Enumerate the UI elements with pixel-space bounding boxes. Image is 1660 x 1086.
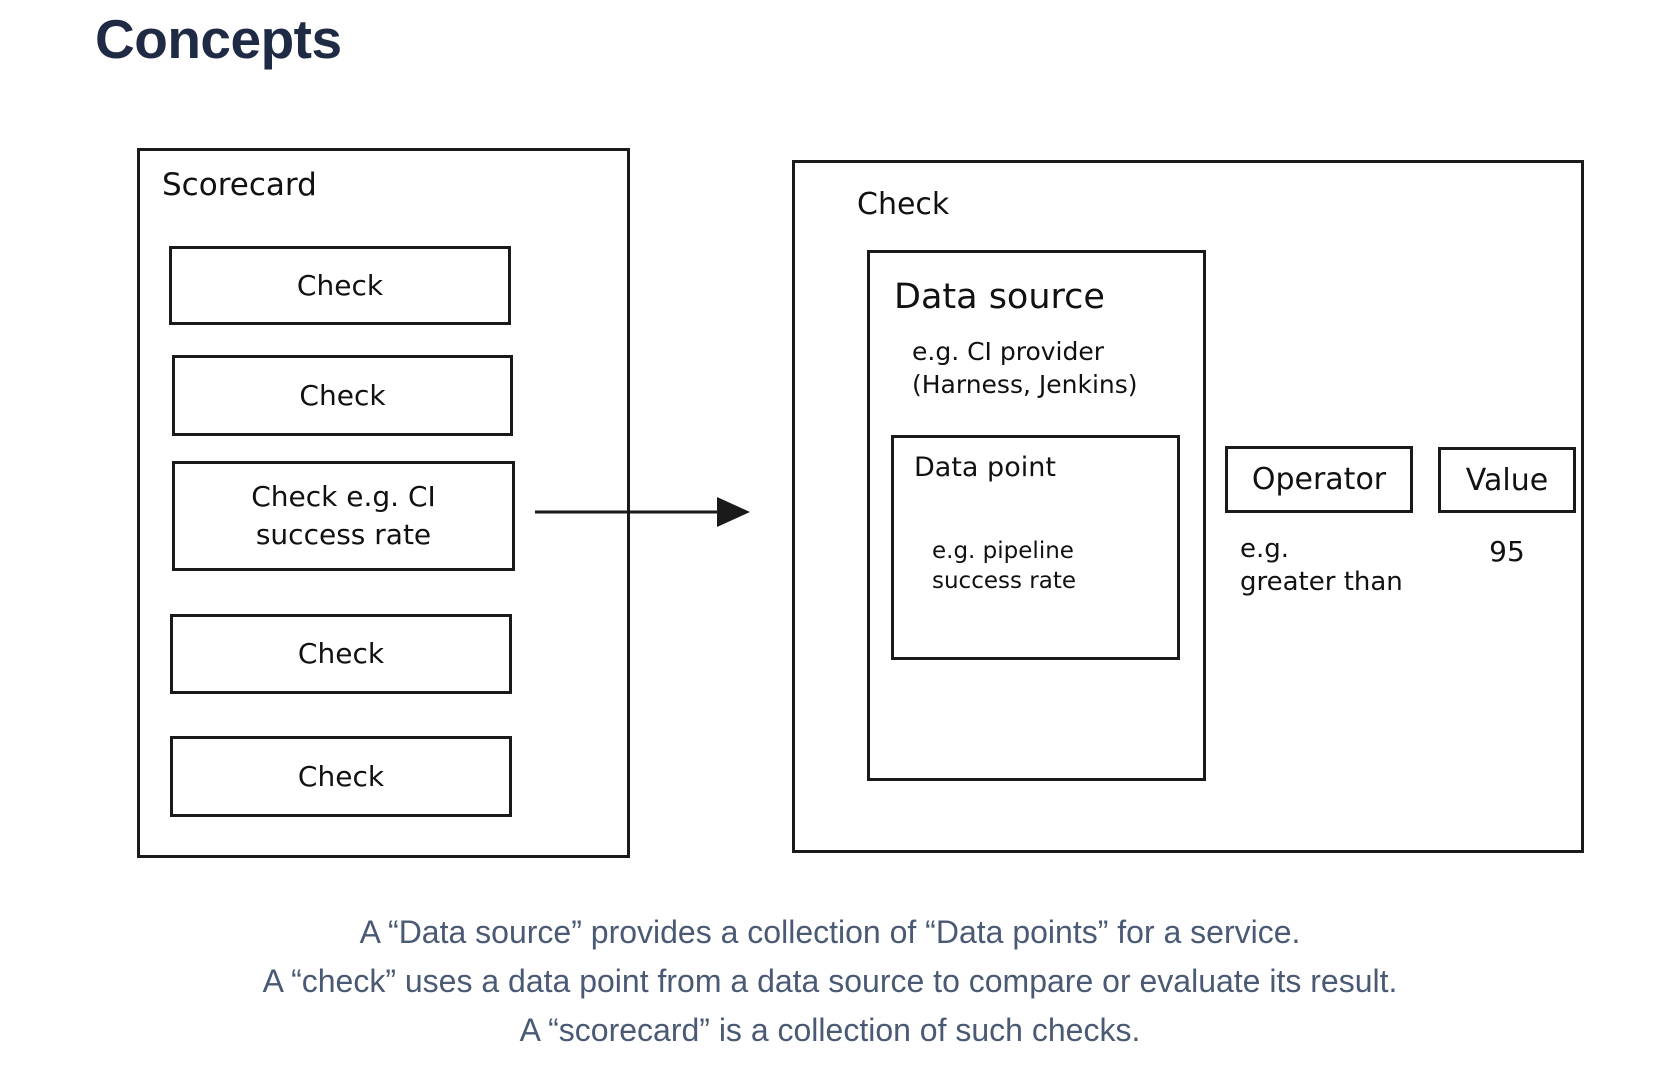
data-point-example-line2: success rate <box>932 568 1076 594</box>
data-point-label: Data point <box>914 452 1056 483</box>
operator-example-line2: greater than <box>1240 567 1403 597</box>
value-example: 95 <box>1489 535 1525 568</box>
arrow-right-icon <box>535 497 750 527</box>
scorecard-label: Scorecard <box>162 167 317 203</box>
scorecard-check-2: Check <box>172 355 513 436</box>
operator-label: Operator <box>1251 462 1387 497</box>
operator-example: e.g. greater than <box>1240 533 1403 599</box>
data-point-box: Data point e.g. pipeline success rate <box>891 435 1180 660</box>
data-source-example-line2: (Harness, Jenkins) <box>912 370 1138 399</box>
check-detail-label: Check <box>857 187 950 222</box>
scorecard-check-5: Check <box>170 736 512 817</box>
caption: A “Data source” provides a collection of… <box>0 908 1660 1055</box>
scorecard-check-1-label: Check <box>296 268 384 302</box>
data-point-example: e.g. pipeline success rate <box>932 536 1076 596</box>
scorecard-check-3: Check e.g. CI success rate <box>172 461 515 571</box>
data-source-example: e.g. CI provider (Harness, Jenkins) <box>912 335 1138 401</box>
scorecard-check-2-label: Check <box>299 378 386 412</box>
scorecard-check-4: Check <box>170 614 512 694</box>
operator-example-line1: e.g. <box>1240 534 1290 564</box>
caption-line-2: A “check” uses a data point from a data … <box>262 963 1398 999</box>
caption-line-3: A “scorecard” is a collection of such ch… <box>519 1012 1141 1048</box>
page-title: Concepts <box>95 8 342 70</box>
data-point-example-line1: e.g. pipeline <box>932 538 1074 564</box>
value-label: Value <box>1465 462 1549 498</box>
scorecard-check-4-label: Check <box>297 637 385 671</box>
data-source-example-line1: e.g. CI provider <box>912 337 1105 366</box>
caption-line-1: A “Data source” provides a collection of… <box>359 914 1301 950</box>
scorecard-check-1: Check <box>169 246 511 325</box>
data-source-box: Data source e.g. CI provider (Harness, J… <box>867 250 1206 781</box>
operator-box: Operator <box>1225 446 1413 513</box>
scorecard-box: Scorecard Check Check Check e.g. CI succ… <box>137 148 630 858</box>
check-detail-box: Check Data source e.g. CI provider (Harn… <box>792 160 1584 853</box>
scorecard-check-3-label: Check e.g. CI success rate <box>251 480 436 551</box>
value-box: Value <box>1438 447 1576 513</box>
data-source-label: Data source <box>894 277 1105 317</box>
scorecard-check-5-label: Check <box>297 759 385 793</box>
